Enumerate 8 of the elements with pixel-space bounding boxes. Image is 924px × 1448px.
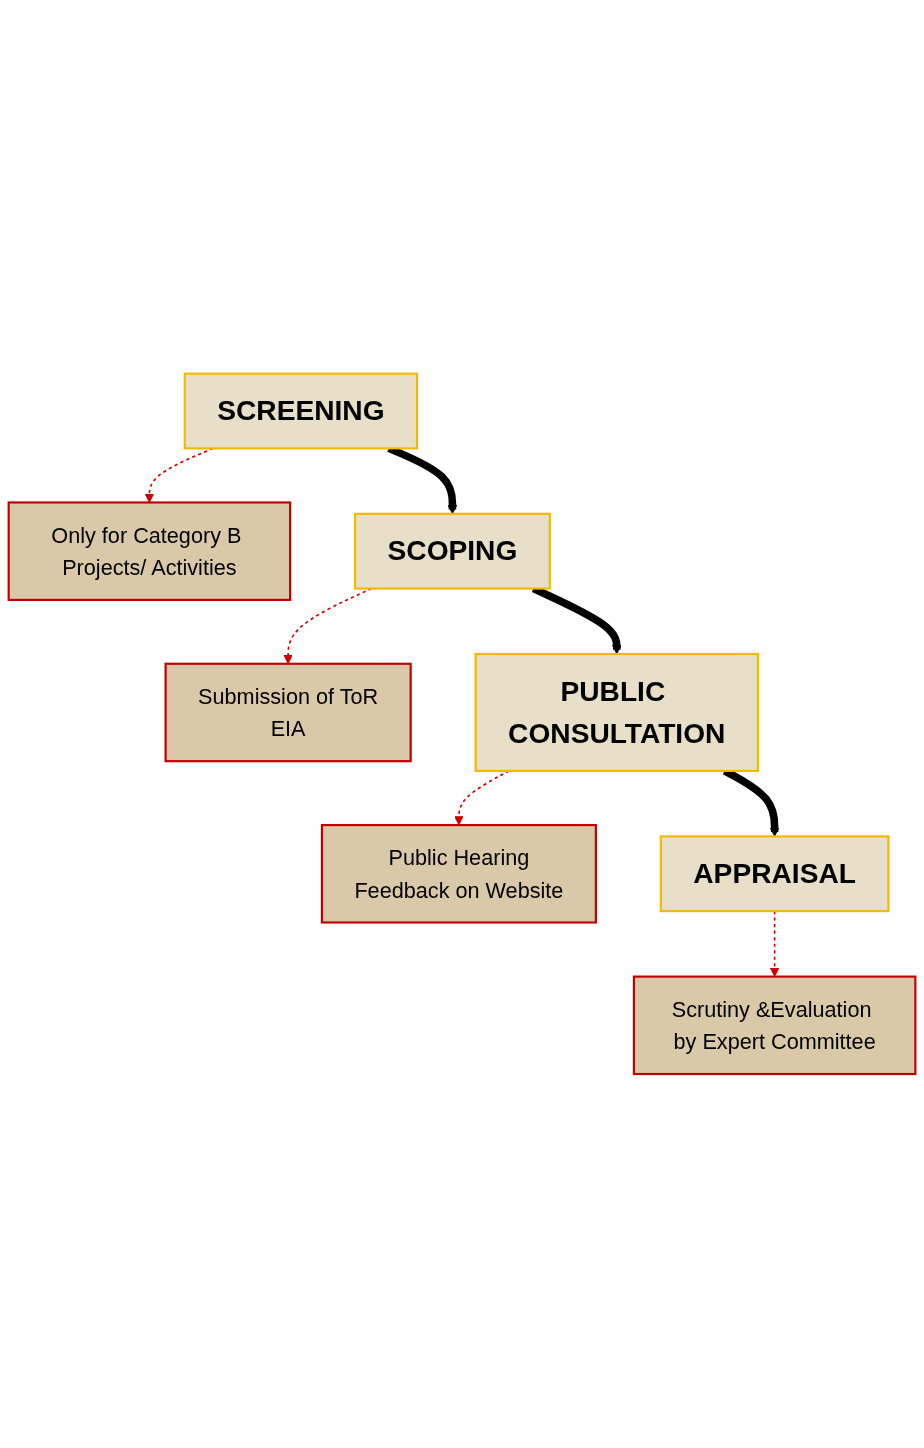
node-box: PUBLIC CONSULTATION — [474, 653, 759, 773]
node-box: APPRAISAL — [659, 835, 890, 913]
node-box: Public Hearing Feedback on Website — [320, 824, 597, 924]
node-box: Submission of ToR EIA — [164, 662, 412, 763]
node-box: SCOPING — [354, 512, 551, 590]
node-box: SCREENING — [183, 372, 419, 450]
node-box: Scrutiny &Evaluation by Expert Committee — [632, 975, 917, 1076]
node-box: Only for Category B Projects/ Activities — [7, 501, 292, 602]
